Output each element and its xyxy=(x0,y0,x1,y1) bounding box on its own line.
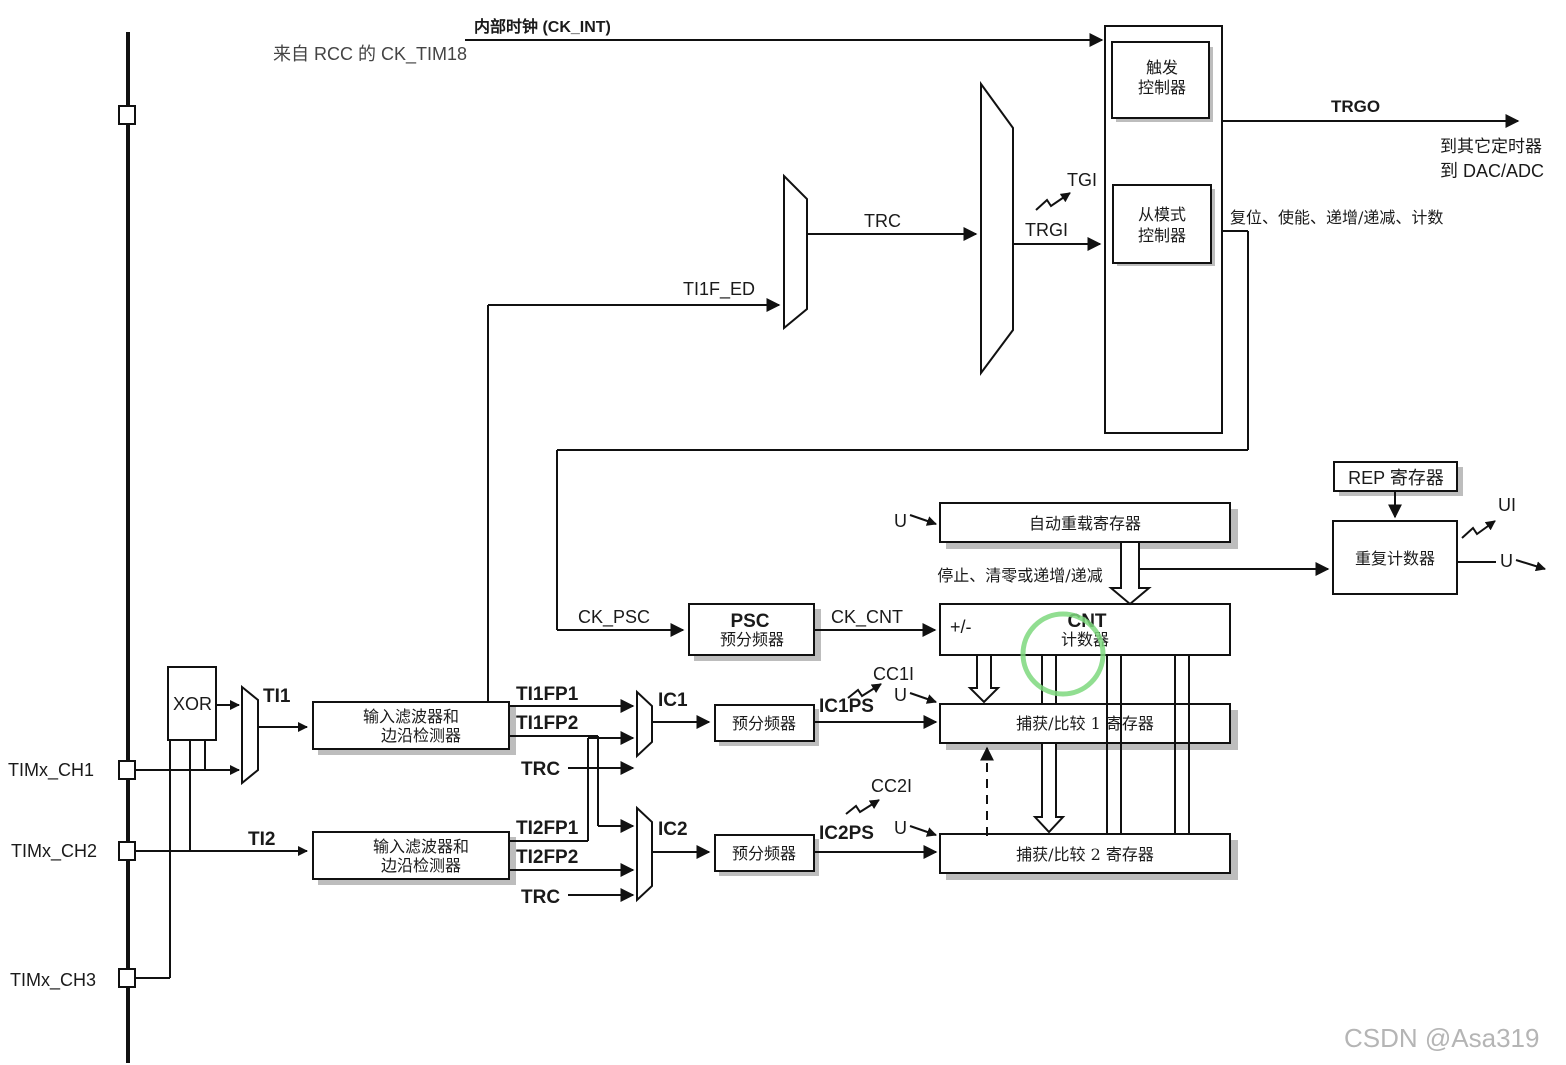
trigger-controller-line2: 控制器 xyxy=(1138,78,1186,97)
cc2i-event-icon xyxy=(845,799,880,815)
ic2-prescaler xyxy=(714,834,815,872)
input-filter-1 xyxy=(312,701,510,750)
ti1fp1-label: TI1FP1 xyxy=(516,684,579,705)
capture-compare-1-label: 捕获/比较 1 寄存器 xyxy=(1016,714,1154,733)
ti1fp2-label: TI1FP2 xyxy=(516,713,578,734)
highlight-circle xyxy=(1020,611,1106,697)
trc-mux xyxy=(783,173,808,331)
capture-compare-1-register xyxy=(939,703,1231,744)
auto-reload-register xyxy=(939,502,1231,543)
ti2-label: TI2 xyxy=(248,829,275,850)
xor-label: XOR xyxy=(173,694,212,714)
u-cc2-arrow xyxy=(909,825,937,837)
slave-mode-controller xyxy=(1112,184,1212,264)
input-filter-2 xyxy=(312,831,510,880)
pin-label-ch3: TIMx_CH3 xyxy=(10,970,96,991)
trigger-controller xyxy=(1111,41,1210,119)
ic2-mux xyxy=(636,805,653,903)
slave-mode-controller-line1: 从模式 xyxy=(1138,205,1186,224)
trgo-label: TRGO xyxy=(1331,97,1380,116)
pin-label-ch2: TIMx_CH2 xyxy=(11,841,97,862)
auto-reload-label: 自动重载寄存器 xyxy=(1029,514,1141,533)
cc1-to-cc2-hollow-arrow xyxy=(1032,742,1066,834)
ti1-label: TI1 xyxy=(263,686,291,707)
u-arr-arrow xyxy=(909,514,937,526)
trgi-selector-mux xyxy=(980,80,1014,377)
ic2-prescaler-label: 预分频器 xyxy=(732,844,796,863)
pin-ch3 xyxy=(118,968,136,988)
ic2-label: IC2 xyxy=(658,819,688,840)
input-filter-1-line1: 输入滤波器和 xyxy=(363,707,459,726)
rep-register xyxy=(1333,461,1458,492)
cnt-to-cc1-hollow-arrow xyxy=(967,654,1001,704)
ck-cnt-label: CK_CNT xyxy=(831,607,903,628)
psc-title: PSC xyxy=(730,611,769,632)
pin-ch1 xyxy=(118,760,136,780)
u-cc2-label: U xyxy=(894,818,907,838)
cnt-counter xyxy=(939,603,1231,656)
ic1-prescaler-label: 预分频器 xyxy=(732,714,796,733)
u-cc1-label: U xyxy=(894,685,907,705)
ck-int-label: 内部时钟 (CK_INT) xyxy=(474,17,611,36)
ti1-selector-mux xyxy=(241,684,259,786)
trigger-controller-line1: 触发 xyxy=(1146,58,1178,77)
trgo-dest-2: 到 DAC/ADC xyxy=(1440,161,1544,181)
input-filter-2-line1: 输入滤波器和 xyxy=(373,837,469,856)
ui-label: UI xyxy=(1498,495,1516,515)
repetition-counter-label: 重复计数器 xyxy=(1355,549,1435,568)
cc2i-label: CC2I xyxy=(871,776,912,796)
bus-pin-top xyxy=(118,105,136,125)
slave-mode-controller-line2: 控制器 xyxy=(1138,226,1186,245)
u-cc1-arrow xyxy=(909,692,937,704)
cc1i-event-icon xyxy=(847,683,882,699)
ic1-label: IC1 xyxy=(658,690,688,711)
ck-psc-label: CK_PSC xyxy=(578,607,650,628)
ti2fp1-label: TI2FP1 xyxy=(516,818,579,839)
u-rep-label: U xyxy=(1500,551,1513,571)
u-arr-label: U xyxy=(894,511,907,531)
ic1-prescaler xyxy=(714,704,815,742)
ti1f-ed-label: TI1F_ED xyxy=(683,279,755,300)
trc-label: TRC xyxy=(864,211,901,231)
pin-ch2 xyxy=(118,841,136,861)
repetition-counter xyxy=(1332,520,1458,595)
watermark: CSDN @Asa319 xyxy=(1344,1023,1539,1053)
ic1ps-label: IC1PS xyxy=(819,696,874,717)
pin-label-ch1: TIMx_CH1 xyxy=(8,760,94,781)
ti2fp2-label: TI2FP2 xyxy=(516,847,578,868)
trgo-dest-1: 到其它定时器 xyxy=(1440,137,1542,157)
ui-event-icon xyxy=(1461,520,1496,539)
trgi-label: TRGI xyxy=(1025,220,1068,240)
trc-ch1-label: TRC xyxy=(521,759,560,780)
cc1i-label: CC1I xyxy=(873,664,914,684)
cnt-updown: +/- xyxy=(950,617,972,637)
ic1-mux xyxy=(636,689,653,759)
capture-compare-2-register xyxy=(939,833,1231,874)
trc-ch2-label: TRC xyxy=(521,887,560,908)
input-filter-2-line2: 边沿检测器 xyxy=(381,856,461,875)
capture-compare-2-label: 捕获/比较 2 寄存器 xyxy=(1016,845,1154,864)
ic2ps-label: IC2PS xyxy=(819,823,874,844)
stop-clear-label: 停止、清零或递增/递减 xyxy=(937,566,1102,585)
xor-gate xyxy=(167,666,217,741)
input-filter-1-line2: 边沿检测器 xyxy=(381,726,461,745)
rep-register-label: REP 寄存器 xyxy=(1348,468,1444,488)
rcc-source-label: 来自 RCC 的 CK_TIM18 xyxy=(273,44,467,65)
slave-actions-label: 复位、使能、递增/递减、计数 xyxy=(1230,208,1443,227)
tgi-label: TGI xyxy=(1067,170,1097,190)
tgi-event-icon xyxy=(1035,192,1071,211)
psc-subtitle: 预分频器 xyxy=(720,630,784,649)
arr-to-cnt-hollow-arrow xyxy=(1108,541,1152,606)
u-rep-arrow xyxy=(1515,559,1546,572)
